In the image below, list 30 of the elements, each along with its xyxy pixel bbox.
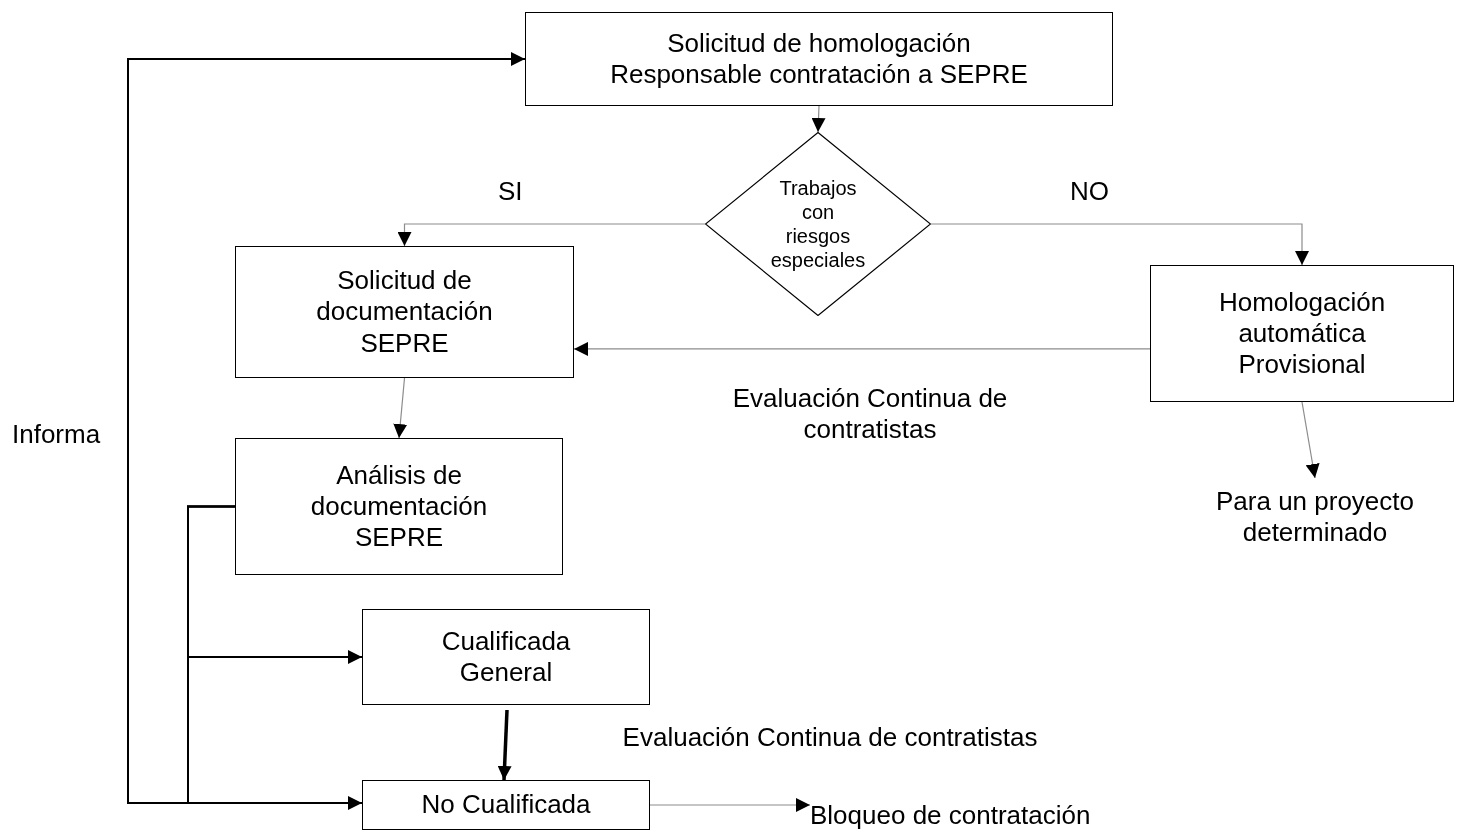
process-box [235, 246, 574, 378]
decision-diamond [705, 132, 931, 316]
arrow [930, 223, 1309, 266]
node-text: Solicitud de documentación SEPRE [315, 265, 494, 359]
process-box [362, 609, 650, 705]
node-text: No Cualificada [421, 789, 591, 821]
node-text: Cualificada General [440, 625, 572, 689]
note-text: Evaluación Continua de contratistas [621, 722, 1039, 754]
edge-label: NO [1070, 176, 1109, 208]
process-box [1150, 265, 1454, 402]
edge-label: SI [498, 176, 523, 208]
node-text: Análisis de documentación SEPRE [309, 459, 489, 554]
outcome-text: Para un proyecto determinado [1215, 485, 1415, 549]
arrow [127, 52, 526, 804]
arrow [497, 709, 512, 781]
node-text: Homologación automática Provisional [1217, 286, 1387, 381]
arrow [393, 377, 408, 439]
node-text: Solicitud de homologación Responsable contratación a SEPRE [609, 27, 1029, 91]
arrow [573, 341, 1151, 356]
note-text: Evaluación Continua de contratistas [731, 383, 1009, 446]
arrow [397, 223, 706, 247]
node-text: Trabajos con riesgos especiales [769, 176, 867, 272]
edge-label: Informa [12, 419, 101, 451]
arrow [811, 105, 826, 133]
process-box [525, 12, 1113, 106]
arrow [649, 798, 811, 812]
process-box [235, 438, 563, 575]
outcome-text: Bloqueo de contratación [810, 800, 1091, 832]
arrow [1301, 401, 1320, 479]
process-box [362, 780, 650, 830]
